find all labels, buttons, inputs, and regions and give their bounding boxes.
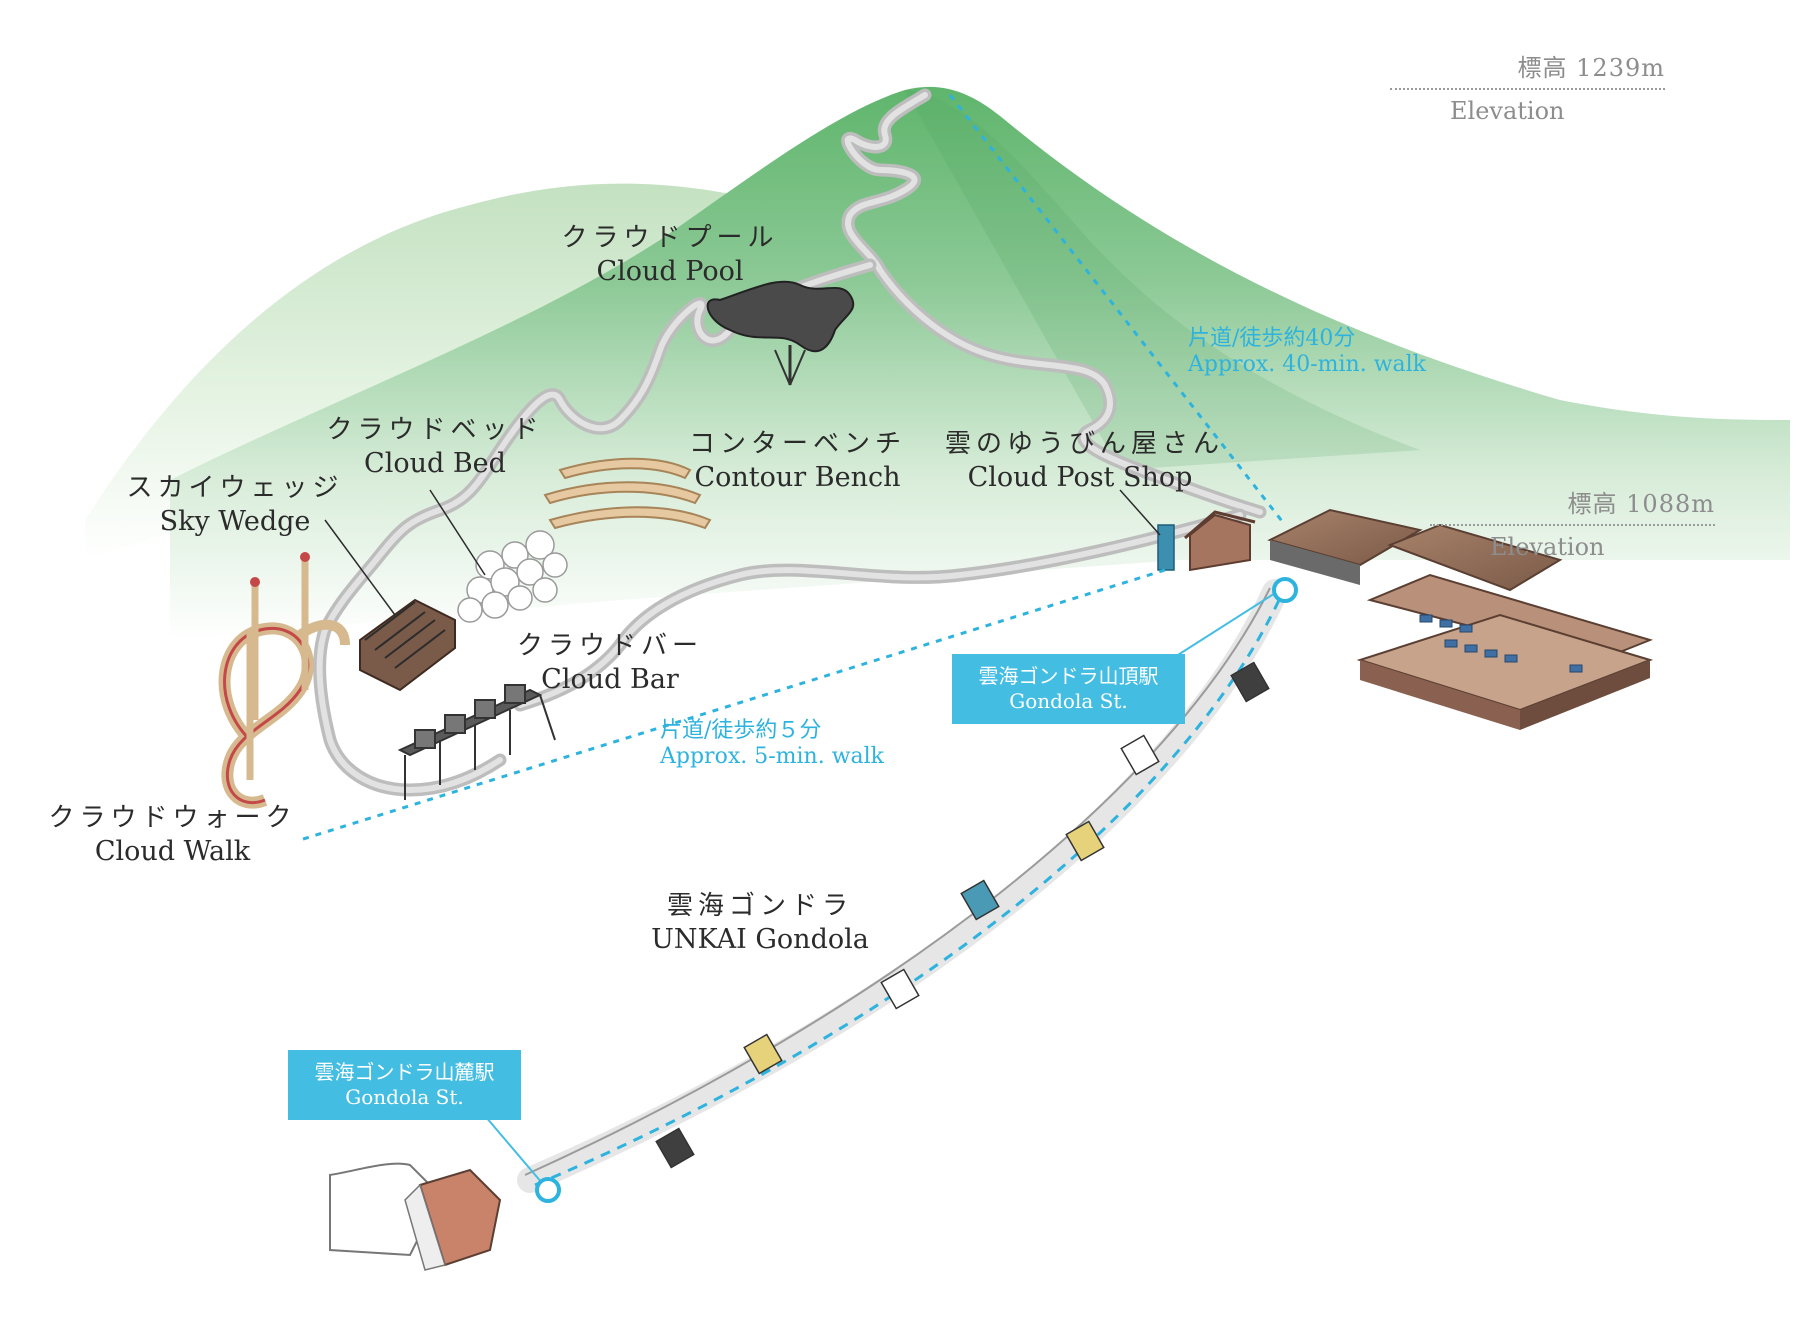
label-sky-wedge: スカイウェッジ Sky Wedge	[125, 472, 345, 538]
elevation-summit-label: 標高 1239m Elevation	[1390, 48, 1665, 125]
gondola-cabin	[880, 968, 920, 1010]
label-cloud-bed-en: Cloud Bed	[364, 447, 506, 479]
label-cloud-pool-en: Cloud Pool	[596, 255, 744, 287]
station-leader-lines	[479, 589, 1281, 1191]
base-station-ja: 雲海ゴンドラ山麓駅	[314, 1060, 495, 1084]
elevation-station-label: 標高 1088m Elevation	[1430, 484, 1715, 561]
label-cloud-bed: クラウドベッド Cloud Bed	[325, 414, 545, 480]
label-gondola: 雲海ゴンドラ UNKAI Gondola	[640, 890, 880, 956]
contour-bench-structure	[543, 457, 712, 530]
label-sky-wedge-ja: スカイウェッジ	[126, 473, 344, 503]
elevation-summit-rule	[1390, 88, 1665, 90]
elevation-station-value: 標高 1088m	[1567, 490, 1715, 518]
walk-label-cloud-walk-ja: 片道/徒歩約５分	[660, 718, 822, 743]
label-cloud-walk-ja: クラウドウォーク	[48, 803, 297, 833]
label-cloud-post-shop-ja: 雲のゆうびん屋さん	[945, 429, 1225, 459]
summit-station-marker	[1272, 577, 1298, 603]
base-station-badge[interactable]: 雲海ゴンドラ山麓駅 Gondola St.	[288, 1050, 521, 1120]
label-contour-bench: コンターベンチ Contour Bench	[680, 428, 915, 494]
label-contour-bench-en: Contour Bench	[694, 461, 901, 493]
label-cloud-walk: クラウドウォーク Cloud Walk	[40, 802, 305, 868]
gondola-cabins	[655, 661, 1270, 1169]
summit-station-ja: 雲海ゴンドラ山頂駅	[978, 664, 1159, 688]
label-cloud-pool: クラウドプール Cloud Pool	[560, 222, 780, 288]
main-mountain	[170, 86, 1790, 641]
base-station-marker	[535, 1177, 561, 1203]
elevation-station-caption: Elevation	[1490, 533, 1605, 561]
walking-paths	[313, 88, 1267, 797]
label-cloud-bar-en: Cloud Bar	[541, 663, 679, 695]
walk-route-lines	[299, 94, 1287, 842]
elevation-summit-value: 標高 1239m	[1517, 54, 1665, 82]
cloud-pool-structure	[706, 280, 855, 386]
label-gondola-ja: 雲海ゴンドラ	[666, 891, 853, 921]
walk-label-cloud-walk: 片道/徒歩約５分 Approx. 5-min. walk	[660, 718, 884, 771]
gondola-cabin	[655, 1127, 695, 1169]
label-cloud-bed-ja: クラウドベッド	[326, 415, 544, 445]
label-sky-wedge-en: Sky Wedge	[159, 505, 311, 537]
gondola-cabin	[1230, 661, 1270, 703]
label-gondola-en: UNKAI Gondola	[651, 923, 869, 955]
base-station-building	[329, 1162, 502, 1271]
cloud-walk-structure	[218, 552, 350, 809]
walk-label-summit-en: Approx. 40-min. walk	[1188, 352, 1427, 378]
gondola-cabin	[743, 1033, 783, 1075]
label-cloud-walk-en: Cloud Walk	[94, 835, 251, 867]
gondola-cable-line	[517, 579, 1288, 1193]
label-cloud-bar: クラウドバー Cloud Bar	[500, 630, 720, 696]
label-cloud-pool-ja: クラウドプール	[561, 223, 779, 253]
walk-label-summit-ja: 片道/徒歩約40分	[1188, 326, 1356, 351]
cloud-bar-structure	[397, 684, 556, 800]
walk-label-cloud-walk-en: Approx. 5-min. walk	[660, 744, 885, 770]
label-cloud-post-shop-en: Cloud Post Shop	[967, 461, 1193, 493]
summit-station-badge[interactable]: 雲海ゴンドラ山頂駅 Gondola St.	[952, 654, 1185, 724]
mountain-shadow	[905, 90, 1420, 470]
cloud-post-shop-structure	[1157, 510, 1256, 572]
walk-label-summit: 片道/徒歩約40分 Approx. 40-min. walk	[1188, 326, 1426, 379]
label-contour-bench-ja: コンターベンチ	[688, 429, 906, 459]
gondola-cabin	[960, 879, 1000, 921]
gondola-cabin	[1065, 820, 1105, 862]
label-cloud-bar-ja: クラウドバー	[516, 631, 703, 661]
leader-lines	[324, 489, 1161, 616]
elevation-summit-caption: Elevation	[1450, 97, 1565, 125]
label-cloud-post-shop: 雲のゆうびん屋さん Cloud Post Shop	[945, 428, 1225, 494]
summit-station-en: Gondola St.	[1009, 689, 1128, 713]
gondola-cabin	[1120, 734, 1160, 776]
unkai-terrace-buildings	[1267, 508, 1654, 730]
sky-wedge-structure	[359, 598, 456, 692]
elevation-station-rule	[1430, 524, 1715, 526]
base-station-en: Gondola St.	[345, 1085, 464, 1109]
